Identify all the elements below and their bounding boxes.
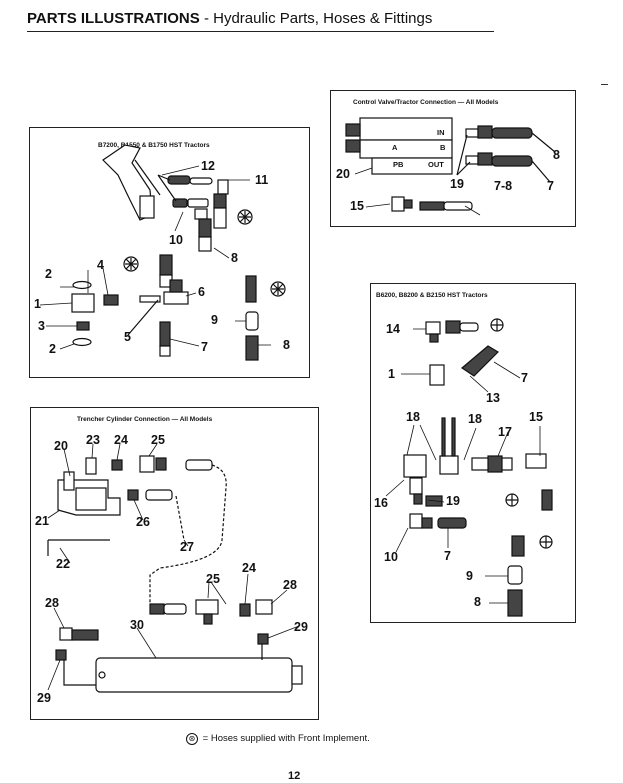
callout-8-valve: 8 — [553, 148, 560, 162]
callout-2-top: 2 — [45, 267, 52, 281]
valve-port-pb: PB — [393, 160, 404, 169]
callout-24-top: 24 — [114, 433, 128, 447]
panel-hst-tractors-title: B7200, B1550 & B1750 HST Tractors — [98, 142, 210, 149]
callout-26: 26 — [136, 515, 150, 529]
callout-22: 22 — [56, 557, 70, 571]
callout-12: 12 — [201, 159, 215, 173]
callout-20-trencher: 20 — [54, 439, 68, 453]
callout-27: 27 — [180, 540, 194, 554]
valve-port-out: OUT — [428, 160, 444, 169]
page-title-rest: - Hydraulic Parts, Hoses & Fittings — [199, 10, 433, 27]
callout-3: 3 — [38, 319, 45, 333]
callout-13: 13 — [486, 391, 500, 405]
callout-16: 16 — [374, 496, 388, 510]
callout-7-hst: 7 — [201, 340, 208, 354]
panel-hst-tractors — [29, 127, 310, 378]
panel-trencher-title: Trencher Cylinder Connection — All Model… — [77, 416, 213, 423]
panel-control-valve-title: Control Valve/Tractor Connection — All M… — [353, 99, 499, 106]
callout-1-b6200: 1 — [388, 367, 395, 381]
callout-24-bottom: 24 — [242, 561, 256, 575]
callout-19-valve: 19 — [450, 177, 464, 191]
callout-18-right: 18 — [468, 412, 482, 426]
callout-30: 30 — [130, 618, 144, 632]
callout-7-valve: 7 — [547, 179, 554, 193]
callout-23: 23 — [86, 433, 100, 447]
callout-18-left: 18 — [406, 410, 420, 424]
callout-8-lower: 8 — [283, 338, 290, 352]
page-title-bold: PARTS ILLUSTRATIONS — [27, 10, 200, 27]
valve-port-in: IN — [437, 128, 445, 137]
callout-5: 5 — [124, 330, 131, 344]
page-number: 12 — [288, 770, 301, 782]
callout-6: 6 — [198, 285, 205, 299]
callout-25-top: 25 — [151, 433, 165, 447]
callout-29-left: 29 — [37, 691, 51, 705]
callout-21: 21 — [35, 514, 49, 528]
callout-10: 10 — [169, 233, 183, 247]
title-underline — [27, 31, 494, 32]
callout-14: 14 — [386, 322, 400, 336]
panel-b6200-tractors-title: B6200, B8200 & B2150 HST Tractors — [376, 292, 488, 299]
callout-29-right: 29 — [294, 620, 308, 634]
callout-19-b6200: 19 — [446, 494, 460, 508]
page-title: PARTS ILLUSTRATIONS - Hydraulic Parts, H… — [27, 10, 432, 27]
callout-1: 1 — [34, 297, 41, 311]
callout-8-upper: 8 — [231, 251, 238, 265]
callout-15-b6200: 15 — [529, 410, 543, 424]
valve-port-b: B — [440, 143, 446, 152]
callout-9-b6200: 9 — [466, 569, 473, 583]
callout-9-hst: 9 — [211, 313, 218, 327]
panel-trencher — [30, 407, 319, 720]
callout-15-valve: 15 — [350, 199, 364, 213]
panel-b6200-tractors — [370, 283, 576, 623]
callout-28-left: 28 — [45, 596, 59, 610]
valve-port-a: A — [392, 143, 398, 152]
callout-25-bottom: 25 — [206, 572, 220, 586]
callout-11: 11 — [255, 173, 269, 187]
hose-symbol-icon: ⊛ — [186, 733, 198, 745]
callout-17: 17 — [498, 425, 512, 439]
callout-28-right: 28 — [283, 578, 297, 592]
callout-10-b6200: 10 — [384, 550, 398, 564]
callout-8-b6200: 8 — [474, 595, 481, 609]
callout-20-valve: 20 — [336, 167, 350, 181]
panel-control-valve — [330, 90, 576, 227]
callout-4: 4 — [97, 258, 104, 272]
edge-tick — [601, 84, 608, 85]
callout-7-b6200-a: 7 — [521, 371, 528, 385]
callout-2-bottom: 2 — [49, 342, 56, 356]
footnote: ⊛ = Hoses supplied with Front Implement. — [186, 733, 370, 745]
footnote-text: = Hoses supplied with Front Implement. — [202, 733, 370, 744]
callout-7-b6200-b: 7 — [444, 549, 451, 563]
callout-7-8-valve: 7-8 — [494, 179, 513, 193]
